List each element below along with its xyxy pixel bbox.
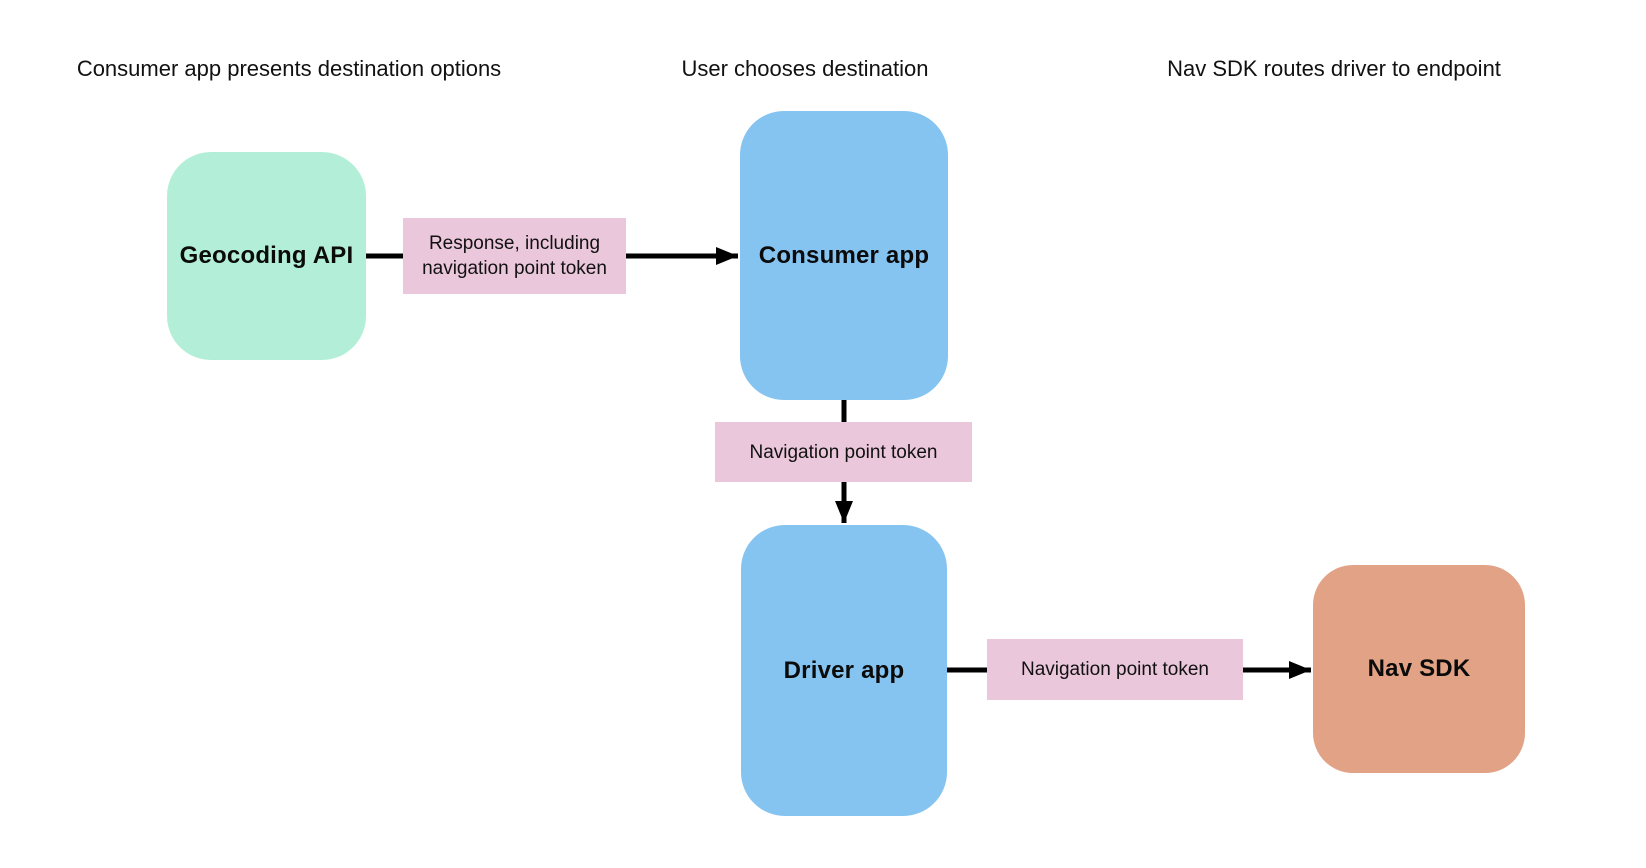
column-header-user-chooses: User chooses destination <box>681 56 929 81</box>
node-nav-sdk: Nav SDK <box>1313 565 1525 773</box>
node-driver-app: Driver app <box>741 525 947 816</box>
node-driver-app-label: Driver app <box>783 656 905 684</box>
node-geocoding-api-label: Geocoding API <box>179 242 354 269</box>
node-nav-sdk-label: Nav SDK <box>1367 655 1471 682</box>
edge-label-response-including-token: Response, including navigation point tok… <box>403 218 626 294</box>
node-consumer-app: Consumer app <box>740 111 948 400</box>
node-consumer-app-label: Consumer app <box>758 241 930 269</box>
node-geocoding-api: Geocoding API <box>167 152 366 360</box>
column-header-consumer-presents: Consumer app presents destination option… <box>76 56 502 81</box>
edge-label-navigation-point-token-right: Navigation point token <box>987 639 1243 700</box>
edge-label-navigation-point-token-middle: Navigation point token <box>715 422 972 482</box>
column-header-navsdk-routes: Nav SDK routes driver to endpoint <box>1167 56 1501 81</box>
